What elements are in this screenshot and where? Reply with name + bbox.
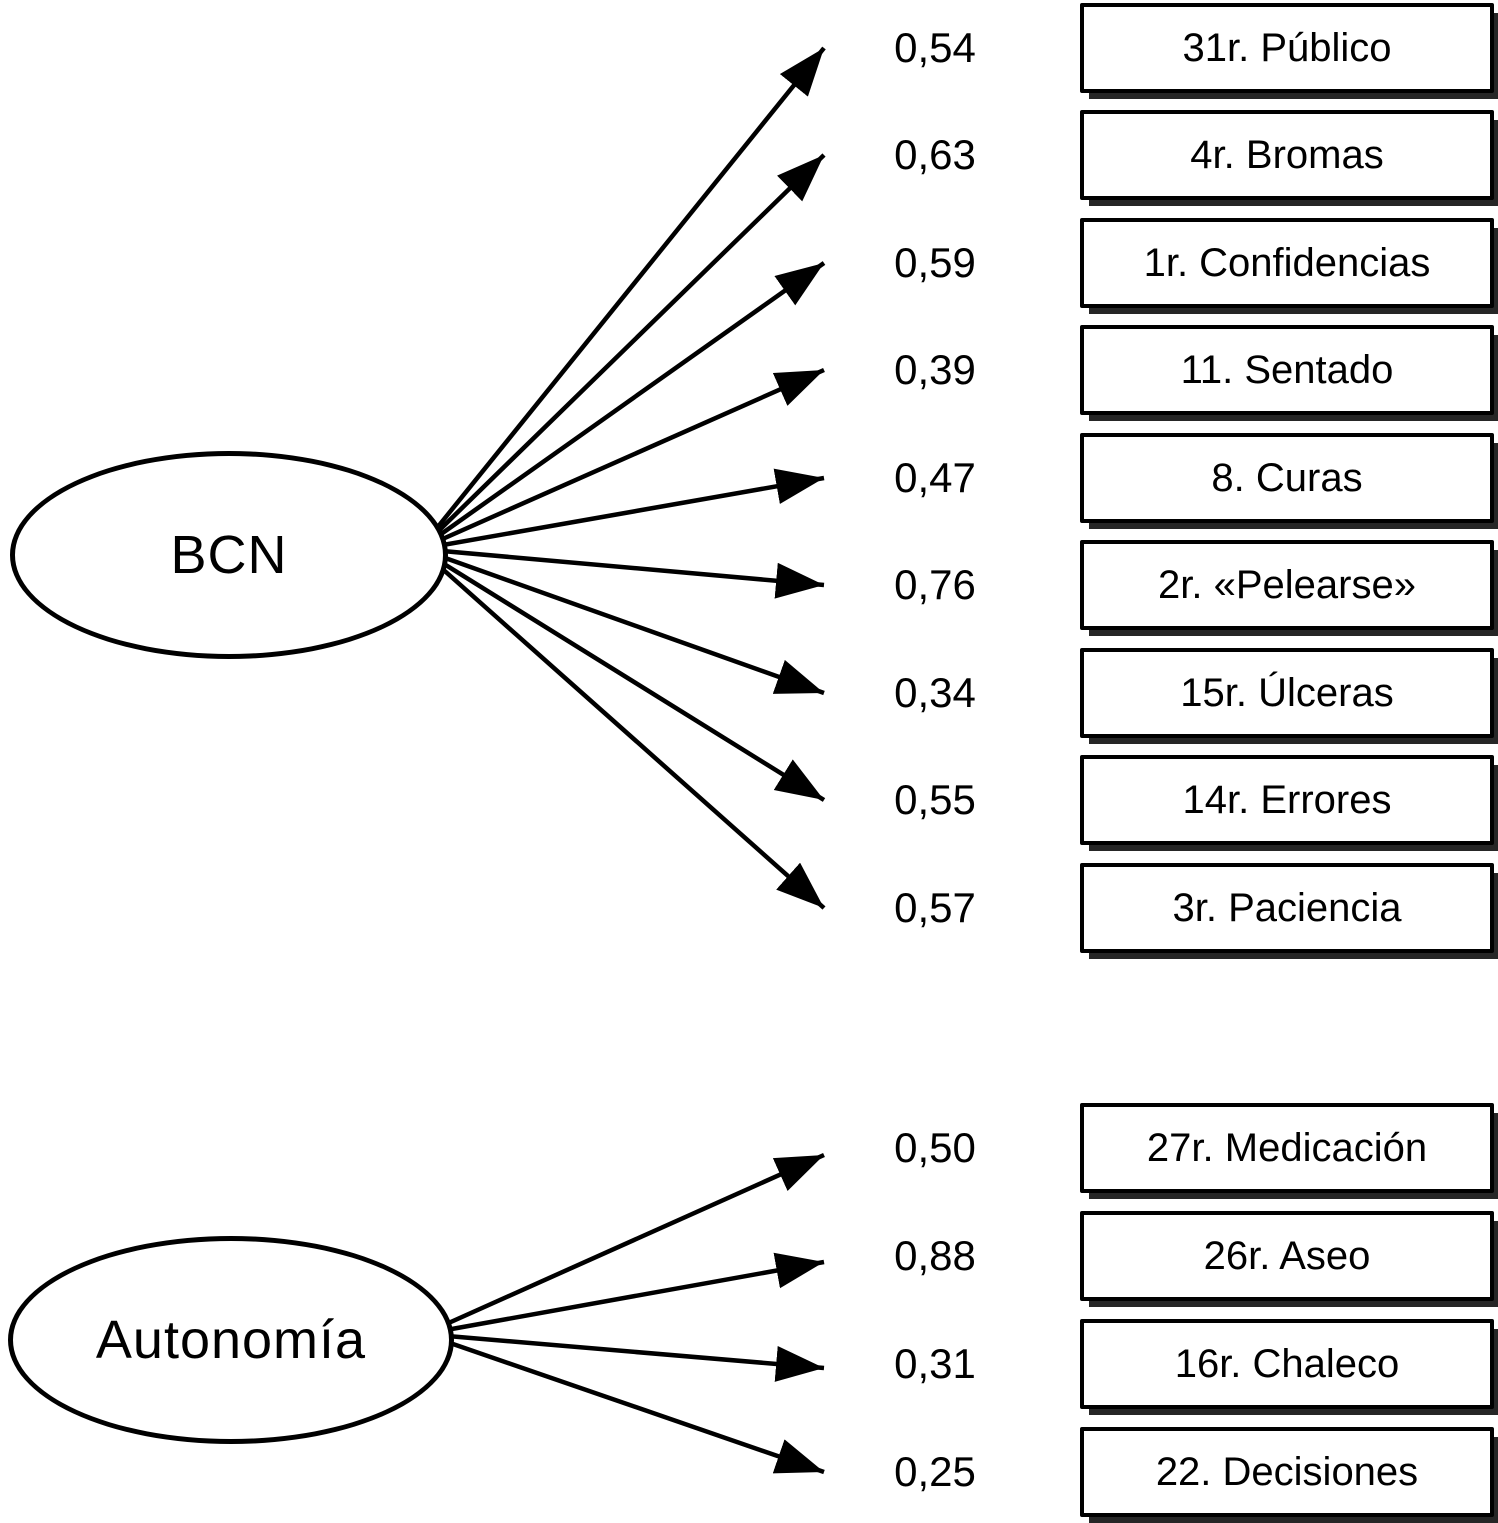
item-label: 3r. Paciencia <box>1172 886 1402 930</box>
item-label: 1r. Confidencias <box>1143 241 1431 285</box>
loading-value: 0,54 <box>894 24 976 71</box>
item-label: 8. Curas <box>1211 456 1363 500</box>
item-box: 15r. Úlceras <box>1080 648 1494 738</box>
path-arrow-autonomia-3 <box>423 1331 825 1475</box>
path-arrow-bcn-3 <box>419 367 825 552</box>
item-label: 4r. Bromas <box>1190 133 1384 177</box>
item-box: 4r. Bromas <box>1080 110 1494 200</box>
item-box: 11. Sentado <box>1080 325 1494 415</box>
loading-value: 0,55 <box>894 776 976 823</box>
path-arrow-bcn-8 <box>418 547 826 910</box>
path-arrow-bcn-0 <box>418 46 826 551</box>
loading-value: 0,63 <box>894 131 976 178</box>
item-box: 1r. Confidencias <box>1080 218 1494 308</box>
loading-value: 0,59 <box>894 239 976 286</box>
loading-value: 0,25 <box>894 1448 976 1495</box>
loading-value: 0,39 <box>894 346 976 393</box>
item-box: 2r. «Pelearse» <box>1080 540 1494 630</box>
item-label: 11. Sentado <box>1180 348 1394 392</box>
path-arrow-autonomia-2 <box>423 1331 825 1382</box>
path-arrow-bcn-6 <box>419 546 825 696</box>
item-box: 14r. Errores <box>1080 755 1494 845</box>
path-arrow-bcn-7 <box>418 547 826 802</box>
item-label: 22. Decisiones <box>1155 1450 1419 1494</box>
item-box: 8. Curas <box>1080 433 1494 523</box>
loading-value: 0,31 <box>894 1340 976 1387</box>
path-arrow-bcn-1 <box>418 153 826 551</box>
item-label: 16r. Chaleco <box>1174 1342 1400 1386</box>
factor-label-bcn: BCN <box>170 525 288 585</box>
item-box: 26r. Aseo <box>1080 1211 1494 1301</box>
item-box: 16r. Chaleco <box>1080 1319 1494 1409</box>
loading-value: 0,34 <box>894 669 976 716</box>
latent-factor-bcn: BCN <box>10 451 448 659</box>
latent-factor-autonomia: Autonomía <box>8 1236 454 1444</box>
path-arrow-bcn-2 <box>418 261 826 551</box>
item-label: 15r. Úlceras <box>1180 671 1394 715</box>
item-label: 26r. Aseo <box>1203 1234 1371 1278</box>
loading-value: 0,76 <box>894 561 976 608</box>
path-arrow-bcn-5 <box>419 546 825 599</box>
loading-value: 0,50 <box>894 1124 976 1171</box>
item-box: 27r. Medicación <box>1080 1103 1494 1193</box>
path-arrow-autonomia-0 <box>423 1152 825 1337</box>
loading-value: 0,47 <box>894 454 976 501</box>
item-label: 27r. Medicación <box>1146 1126 1428 1170</box>
item-box: 31r. Público <box>1080 3 1494 93</box>
item-label: 14r. Errores <box>1182 778 1392 822</box>
item-label: 31r. Público <box>1182 26 1392 70</box>
item-label: 2r. «Pelearse» <box>1158 563 1416 607</box>
loading-value: 0,57 <box>894 884 976 931</box>
item-box: 3r. Paciencia <box>1080 863 1494 953</box>
path-arrow-autonomia-1 <box>423 1252 825 1337</box>
loading-value: 0,88 <box>894 1232 976 1279</box>
item-box: 22. Decisiones <box>1080 1427 1494 1517</box>
path-arrow-bcn-4 <box>419 468 825 552</box>
factor-label-autonomia: Autonomía <box>95 1310 367 1370</box>
